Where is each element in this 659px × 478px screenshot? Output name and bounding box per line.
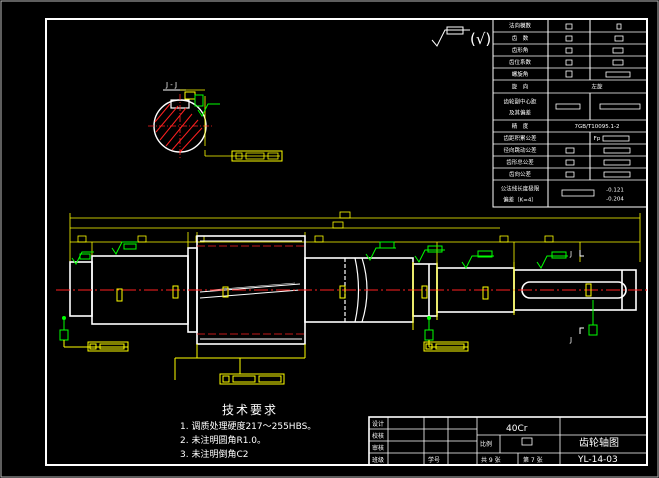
tb-sheet-no: 第 7 张 xyxy=(523,456,543,464)
tb-label-student-no: 学号 xyxy=(428,456,440,464)
roughness-symbol-text: (√) xyxy=(470,30,491,48)
title-block xyxy=(368,416,648,466)
spec-label: 齿距积累公差 xyxy=(503,134,537,142)
spec-label: 齿位系数 xyxy=(509,58,532,66)
tb-sheet-total: 共 9 张 xyxy=(481,456,501,464)
spec-label: 法向模数 xyxy=(509,22,532,30)
tb-drawing-no: YL-14-03 xyxy=(577,455,618,465)
spec-label: 齿向公差 xyxy=(509,170,532,178)
gear-teeth-region xyxy=(197,240,305,340)
tb-scale-label: 比例 xyxy=(480,440,492,448)
roughness-symbol-global: (√) xyxy=(431,26,491,48)
section-view-jj: J - J xyxy=(148,81,283,162)
drawing-frame xyxy=(45,18,648,466)
tech-req-item-1: 1. 调质处理硬度217～255HBS。 xyxy=(180,420,316,432)
datum-dot xyxy=(62,316,66,320)
spec-value: 左旋 xyxy=(591,83,603,91)
view-markers: J J xyxy=(569,250,584,344)
diameter-markers xyxy=(116,262,592,330)
tech-req-item-3: 3. 未注明倒角C2 xyxy=(180,448,248,460)
spec-value-upper: -0.121 xyxy=(606,188,624,194)
spec-value-lower: -0.204 xyxy=(606,197,624,203)
spec-label: 旋 向 xyxy=(512,83,529,91)
technical-requirements: 技术要求 1. 调质处理硬度217～255HBS。 2. 未注明圆角R1.0。 … xyxy=(180,403,316,460)
datum-dot xyxy=(427,316,431,320)
runout-callouts xyxy=(63,340,469,385)
svg-text:J: J xyxy=(569,250,572,258)
tb-label-class: 班级 xyxy=(372,456,384,464)
title-block-text: 设计 校核 审核 班级 学号 40Cr 比例 齿轮轴图 共 9 张 第 7 张 … xyxy=(372,420,619,465)
svg-text:J: J xyxy=(569,336,572,344)
spec-label: 齿 数 xyxy=(512,34,529,42)
spec-label: 及其偏差 xyxy=(509,109,532,117)
tech-req-item-2: 2. 未注明圆角R1.0。 xyxy=(180,434,266,446)
spec-label: 齿形总公差 xyxy=(506,158,534,166)
spec-value: 7GB/T10095.1-2 xyxy=(575,124,620,130)
dimension-lines xyxy=(69,211,641,262)
spec-label: 螺旋角 xyxy=(512,70,529,78)
tech-req-title: 技术要求 xyxy=(222,403,278,417)
tb-part-name: 齿轮轴图 xyxy=(579,436,619,449)
tb-label-design: 设计 xyxy=(372,420,384,428)
spec-label: 齿形角 xyxy=(512,46,529,54)
section-label: J - J xyxy=(165,81,177,89)
spec-label: 偏差（K=4） xyxy=(503,196,537,204)
spec-label: 径向跳动公差 xyxy=(503,146,537,154)
spec-label: 齿轮副中心距 xyxy=(503,98,537,106)
tb-material: 40Cr xyxy=(506,424,528,434)
spec-value: Fp xyxy=(594,136,601,142)
spec-label: 公法线长度极限 xyxy=(501,185,540,193)
tb-label-check: 校核 xyxy=(372,432,384,440)
tb-label-review: 审核 xyxy=(372,444,384,452)
spec-label: 精 度 xyxy=(512,122,529,130)
